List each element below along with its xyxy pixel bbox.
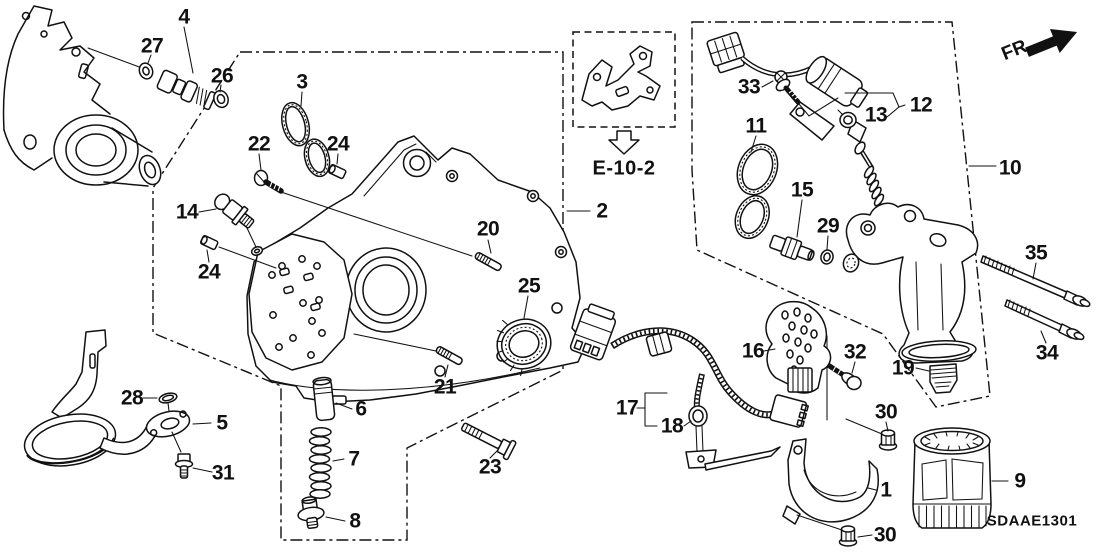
part-label-22: 22 bbox=[247, 132, 271, 156]
part-label-18: 18 bbox=[660, 414, 684, 438]
filter-13-art bbox=[837, 109, 857, 129]
harness-connector-b bbox=[769, 394, 809, 428]
part-label-30: 30 bbox=[873, 523, 897, 547]
part-label-3: 3 bbox=[296, 70, 308, 94]
bolt-31-art bbox=[171, 431, 194, 479]
bolt-34-art bbox=[1004, 299, 1085, 341]
right-group-boundary bbox=[691, 21, 991, 408]
part-label-26: 26 bbox=[210, 64, 234, 88]
fr-arrow-icon bbox=[1025, 28, 1078, 57]
reference-label: E-10-2 bbox=[592, 157, 656, 180]
leader-lines bbox=[142, 26, 1047, 538]
nut-30-lower-art bbox=[796, 514, 858, 547]
relief-valve-parts-art bbox=[297, 376, 336, 530]
part-label-23: 23 bbox=[478, 455, 502, 479]
part-label-17: 17 bbox=[615, 396, 639, 420]
part-label-21: 21 bbox=[433, 375, 457, 399]
harness-connector-mini bbox=[645, 331, 673, 357]
engine-block-art bbox=[2, 5, 162, 187]
o-ring-29-art bbox=[820, 249, 834, 265]
sealing-bolt-8-art bbox=[297, 496, 325, 530]
oil-filter-base-art bbox=[842, 202, 979, 364]
bolt-33-art bbox=[774, 70, 839, 117]
oil-filter-9-art bbox=[912, 427, 992, 529]
dowel-pin-24-upper-art bbox=[327, 163, 347, 180]
gasket-11-art bbox=[734, 143, 779, 240]
stud-bolt-20-art bbox=[474, 252, 502, 272]
bolt-23-art bbox=[460, 422, 517, 461]
part-label-11: 11 bbox=[745, 114, 767, 138]
stud-bolt-21-art bbox=[435, 346, 463, 366]
part-label-9: 9 bbox=[1014, 469, 1026, 493]
part-label-4: 4 bbox=[178, 5, 190, 29]
part-label-13: 13 bbox=[864, 103, 888, 127]
baffle-plate-1-art bbox=[782, 438, 879, 525]
part-label-28: 28 bbox=[120, 386, 144, 410]
part-label-1: 1 bbox=[880, 478, 892, 502]
bolt-35-art bbox=[980, 255, 1091, 308]
e10-2-arrow-icon bbox=[608, 130, 640, 155]
gasket-3-art bbox=[281, 101, 331, 178]
part-label-14: 14 bbox=[175, 200, 199, 224]
connector-18-art bbox=[685, 405, 781, 471]
e10-2-box bbox=[572, 31, 676, 128]
part-label-35: 35 bbox=[1024, 241, 1048, 265]
part-label-20: 20 bbox=[476, 217, 500, 241]
part-label-24: 24 bbox=[326, 132, 350, 156]
oil-strainer-5-art bbox=[23, 329, 194, 479]
part-label-5: 5 bbox=[216, 411, 228, 435]
part-label-15: 15 bbox=[790, 178, 814, 202]
part-4-spool-art bbox=[138, 62, 229, 111]
plug-19-art bbox=[929, 363, 958, 394]
nut-30-upper-art bbox=[845, 418, 898, 451]
dowel-pin-24-lower-art bbox=[199, 234, 219, 251]
bolt-32-art bbox=[825, 335, 862, 421]
oil-seal-25-art bbox=[496, 318, 552, 377]
part-label-16: 16 bbox=[741, 339, 765, 363]
pump-group-boundary bbox=[152, 51, 564, 541]
part-label-32: 32 bbox=[843, 340, 867, 364]
harness-17-art bbox=[569, 303, 809, 471]
callout-bracket-12 bbox=[844, 92, 906, 118]
part-label-25: 25 bbox=[517, 274, 541, 298]
part-label-10: 10 bbox=[998, 156, 1022, 180]
sensor-15-art bbox=[769, 234, 815, 261]
bolt-22-art bbox=[253, 169, 284, 194]
part-label-27: 27 bbox=[140, 34, 164, 58]
e10-2-reference-art bbox=[572, 31, 676, 155]
switch-16-art bbox=[765, 300, 832, 394]
part-label-34: 34 bbox=[1035, 341, 1059, 365]
part-label-2: 2 bbox=[596, 199, 608, 223]
part-label-6: 6 bbox=[355, 397, 367, 421]
part-label-30: 30 bbox=[874, 400, 898, 424]
part-label-24: 24 bbox=[197, 260, 221, 284]
diagram-code: SDAAE1301 bbox=[986, 512, 1078, 530]
part-label-19: 19 bbox=[891, 356, 915, 380]
part-label-12: 12 bbox=[909, 93, 933, 117]
part-label-8: 8 bbox=[349, 509, 361, 533]
spring-7-art bbox=[308, 427, 332, 499]
part-label-7: 7 bbox=[348, 447, 360, 471]
part-label-29: 29 bbox=[816, 214, 840, 238]
part-label-31: 31 bbox=[211, 461, 235, 485]
harness-connector-a bbox=[569, 303, 617, 361]
oil-pressure-switch-14-art bbox=[214, 193, 264, 256]
part-label-33: 33 bbox=[737, 75, 761, 99]
